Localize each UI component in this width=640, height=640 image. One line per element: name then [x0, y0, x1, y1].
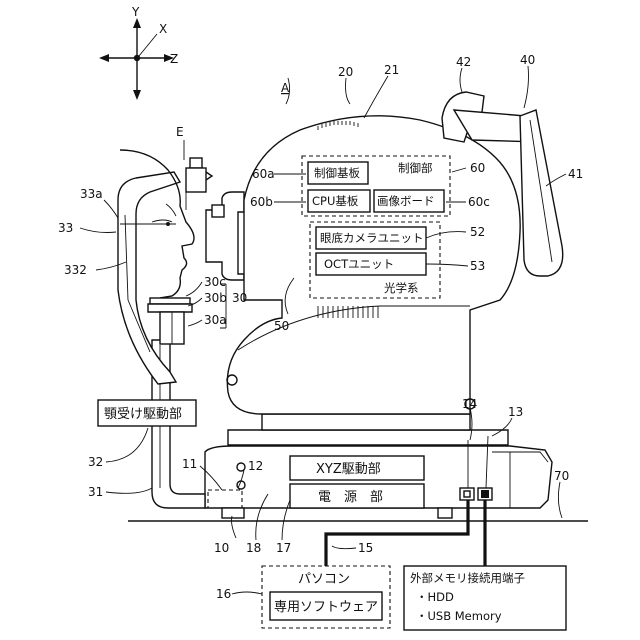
- ref-70: 70: [554, 469, 569, 483]
- ref-10: 10: [214, 541, 229, 555]
- cpu-board-label: CPU基板: [312, 194, 359, 208]
- external-memory-item-hdd: ・HDD: [416, 590, 454, 604]
- axis-x-label: X: [159, 22, 167, 36]
- ref-21: 21: [384, 63, 399, 77]
- ref-A: A: [281, 81, 290, 95]
- fixation-device: [186, 158, 212, 210]
- image-board-label: 画像ボード: [377, 194, 435, 208]
- ref-17: 17: [276, 541, 291, 555]
- ref-60a: 60a: [252, 167, 275, 181]
- ref-12: 12: [248, 459, 263, 473]
- xyz-drive-label: XYZ駆動部: [316, 462, 381, 477]
- ref-33: 33: [58, 221, 73, 235]
- optical-system-title: 光学系: [384, 281, 419, 295]
- ref-30c: 30c: [204, 275, 226, 289]
- axis-z-label: Z: [170, 52, 178, 66]
- ref-18: 18: [246, 541, 261, 555]
- ref-60: 60: [470, 161, 485, 175]
- ref-50: 50: [274, 319, 289, 333]
- pc-group: パソコン 専用ソフトウェア: [262, 566, 390, 628]
- chin-rest-drive-label: 顎受け駆動部: [104, 407, 182, 422]
- oct-unit-label: OCTユニット: [324, 257, 394, 271]
- ref-15: 15: [358, 541, 373, 555]
- software-label: 専用ソフトウェア: [274, 600, 378, 615]
- external-memory-group: 外部メモリ接続用端子 ・HDD ・USB Memory: [404, 566, 566, 630]
- external-memory-item-usb: ・USB Memory: [416, 609, 502, 623]
- ref-30b: 30b: [204, 291, 227, 305]
- ref-60c: 60c: [468, 195, 490, 209]
- ref-31: 31: [88, 485, 103, 499]
- ref-16: 16: [216, 587, 231, 601]
- ref-30a: 30a: [204, 313, 227, 327]
- pc-title: パソコン: [298, 572, 350, 587]
- ref-11: 11: [182, 457, 197, 471]
- ref-33a: 33a: [80, 187, 103, 201]
- ref-13: 13: [508, 405, 523, 419]
- ref-E: E: [176, 125, 184, 139]
- ref-53: 53: [470, 259, 485, 273]
- ref-41: 41: [568, 167, 583, 181]
- ref-20: 20: [338, 65, 353, 79]
- ref-60b: 60b: [250, 195, 273, 209]
- fundus-camera-label: 眼底カメラユニット: [320, 231, 424, 245]
- ref-42: 42: [456, 55, 471, 69]
- chin-rest: [148, 298, 192, 344]
- pc-port: [460, 488, 474, 500]
- ref-52: 52: [470, 225, 485, 239]
- ref-30: 30: [232, 291, 247, 305]
- ref-40: 40: [520, 53, 535, 67]
- ref-14: 14: [462, 397, 477, 411]
- power-unit-label: 電 源 部: [318, 490, 383, 505]
- external-memory-title: 外部メモリ接続用端子: [410, 571, 525, 585]
- control-board-label: 制御基板: [314, 166, 360, 180]
- axis-y-label: Y: [131, 5, 140, 19]
- axis-indicator: Y X Z: [99, 5, 178, 100]
- ref-32: 32: [88, 455, 103, 469]
- ref-332: 332: [64, 263, 87, 277]
- control-unit-title: 制御部: [398, 161, 433, 175]
